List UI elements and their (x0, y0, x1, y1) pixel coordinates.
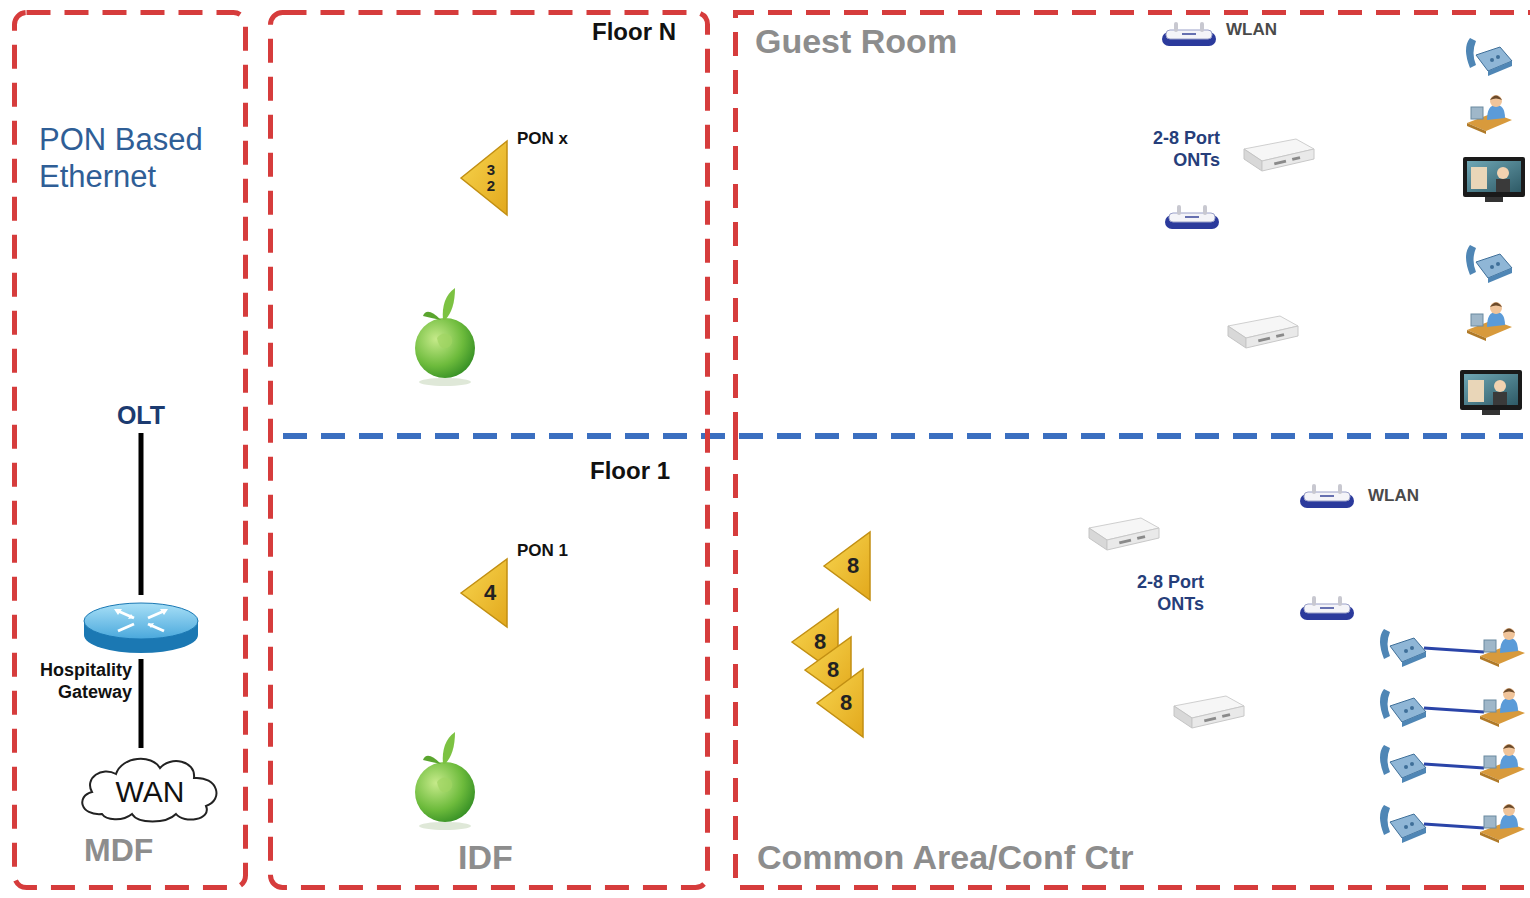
network-type-title: PON Based Ethernet (39, 121, 229, 195)
splitter-triangle: 4 (459, 557, 509, 629)
person-icon (1467, 302, 1512, 341)
tv-icon (1463, 157, 1525, 202)
ont-device (1244, 139, 1314, 171)
svg-path (82, 759, 216, 822)
node-label: WAN (116, 775, 185, 810)
svg-polygon (114, 609, 122, 615)
svg-rect (271, 13, 708, 888)
svg-use (1480, 744, 1525, 783)
ont-device (1089, 518, 1159, 550)
node-label: OLT (117, 401, 165, 430)
wlan-icon (1300, 596, 1354, 620)
idf-globe-icon (415, 732, 475, 830)
split-ratio: 8 (847, 553, 859, 578)
router-outline (82, 597, 200, 657)
idf-globe-icon (415, 288, 475, 386)
floor-divider (283, 433, 1530, 439)
svg-polygon (148, 623, 154, 628)
svg-line (1424, 824, 1484, 828)
svg-use (1480, 804, 1525, 843)
split-ratio: 8 (840, 690, 852, 715)
area-name: IDF (458, 838, 513, 877)
device-label: WLAN (1226, 20, 1277, 40)
svg-use (1380, 689, 1426, 727)
wlan-icon (1300, 484, 1354, 508)
svg-line (1424, 764, 1484, 768)
svg-line (1424, 648, 1484, 652)
split-ratio: 32 (487, 162, 495, 195)
area-region: PON Based EthernetMDF OLT Hospitality Gate… (12, 10, 248, 890)
node-label: Hospitality Gateway (22, 660, 132, 703)
tri-outline (459, 139, 509, 217)
wan-cloud: WAN (72, 750, 228, 826)
svg-use (1480, 688, 1525, 727)
wlan-icon (1165, 205, 1219, 229)
wlan-icon (1162, 22, 1216, 46)
svg-ellipse (84, 603, 198, 639)
area-name: Guest Room (755, 22, 957, 61)
link-line (139, 659, 144, 748)
svg-polygon (160, 609, 168, 615)
svg-use (1380, 629, 1426, 667)
pon-label: PON 1 (517, 541, 568, 561)
svg-path (736, 436, 1530, 888)
gateway-router: Hospitality Gateway (82, 597, 200, 657)
conference-stations (1380, 628, 1525, 843)
split-ratio: 4 (484, 580, 496, 605)
phone-icon (1466, 38, 1512, 76)
ont-device (1174, 696, 1244, 728)
svg-polygon (817, 669, 863, 737)
splitter-triangle: 8 (822, 530, 872, 602)
area-region: Guest Room (733, 10, 1530, 436)
svg-polygon (128, 614, 134, 619)
region-outline (268, 10, 710, 890)
split-ratio: 8 (827, 657, 839, 682)
ont-device (1228, 316, 1298, 348)
splitter-triangle: 8 (815, 667, 865, 739)
ont-label: 2-8 Port ONTs (1134, 128, 1220, 171)
area-name: MDF (84, 832, 153, 869)
olt-label-box: OLT (115, 400, 168, 431)
svg-use (1380, 745, 1426, 783)
ont-label: 2-8 Port ONTs (1118, 572, 1204, 615)
floor-label: Floor 1 (590, 457, 670, 485)
split-ratio: 8 (814, 629, 826, 654)
svg-path (736, 13, 1530, 437)
svg-use (1480, 628, 1525, 667)
svg-rect (15, 13, 246, 888)
phone-icon (1466, 245, 1512, 283)
pon-label: PON x (517, 129, 568, 149)
svg-use (1380, 805, 1426, 843)
tv-icon (1460, 370, 1522, 415)
area-region: IDF 32 4 (268, 10, 710, 890)
region-outline (733, 10, 1530, 436)
svg-line (1424, 708, 1484, 712)
floor-label: Floor N (592, 18, 676, 46)
svg-path (118, 611, 164, 631)
splitter-triangle: 32 (459, 139, 509, 217)
svg-polygon (461, 141, 507, 215)
device-label: WLAN (1368, 486, 1419, 506)
svg-polygon (824, 532, 870, 600)
area-name: Common Area/Conf Ctr (757, 838, 1134, 877)
person-icon (1467, 95, 1512, 134)
link-line (139, 433, 144, 595)
svg-polygon (461, 559, 507, 627)
